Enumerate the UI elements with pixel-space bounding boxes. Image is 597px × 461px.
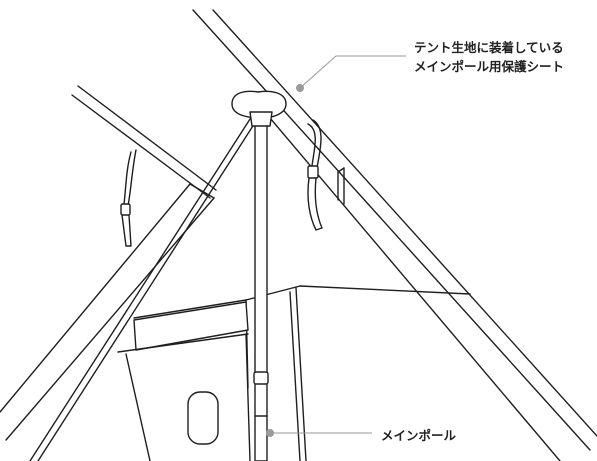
right-strap [307,119,323,231]
right-ridge-edge [192,9,597,451]
protector-leader [296,55,406,92]
main-pole-label: メインポール [381,426,456,445]
main-pole-label-text: メインポール [381,428,457,443]
protector-label: テント生地に装着している メインポール用保護シート [414,38,564,76]
door-frame [117,301,251,461]
left-upper-edge [71,85,217,199]
inner-left-slope [29,115,259,461]
main-pole-leader [266,429,372,437]
protector-label-line1: テント生地に装着している [414,40,564,55]
protector-label-line2: メインポール用保護シート [414,59,565,74]
right-fabric-strip [337,167,345,205]
left-strap [120,149,137,247]
main-pole [253,117,269,461]
pole-protector-cap [231,90,287,127]
left-sloped-beam [0,183,215,441]
